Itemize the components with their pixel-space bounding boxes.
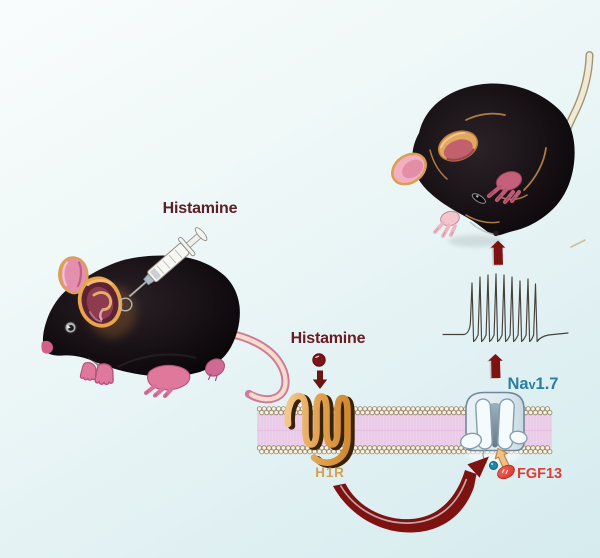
phosphate-dot (489, 461, 498, 470)
arrow-channel-to-trace (486, 354, 503, 379)
label-nav17-sub: v (528, 377, 536, 392)
arrow (488, 354, 503, 378)
label-histamine-molecule: Histamine (290, 329, 366, 347)
near-ear (437, 130, 479, 162)
label-nav17-prefix: Na (507, 374, 529, 393)
nose (41, 340, 54, 354)
histamine-molecule (312, 353, 326, 367)
label-nav17: Nav1.7 (507, 374, 559, 393)
arrow (490, 240, 506, 265)
far-ear (57, 256, 89, 295)
foot-left (459, 432, 483, 450)
rear-foot (143, 364, 191, 399)
rear-foot-far (205, 358, 225, 382)
far-ear (391, 152, 427, 186)
scratching-paw (486, 171, 523, 205)
foot-right (509, 430, 528, 445)
scratching-mouse (391, 51, 594, 247)
mouse-shadow (448, 235, 502, 247)
mouse-body (412, 83, 575, 236)
label-fgf13: FGF13 (517, 465, 563, 482)
curved-arrow-shaft (333, 470, 477, 533)
injected-mouse (41, 227, 290, 404)
fgf13-protein (497, 464, 515, 480)
front-foot-near (94, 363, 114, 385)
arrow (312, 370, 328, 389)
front-foot-far (79, 362, 97, 381)
label-h1r: H1R (315, 464, 345, 480)
haunch-crease (117, 353, 197, 368)
injection-site-circle (118, 297, 133, 312)
fgf13-marks (501, 468, 509, 475)
action-potential-trace (442, 273, 569, 343)
curved-arrow (333, 456, 489, 533)
nav17-channel (459, 391, 528, 464)
eye (64, 321, 77, 334)
curved-arrow-head (467, 456, 489, 478)
molecule-highlight (315, 355, 320, 359)
syringe (128, 227, 208, 298)
front-paw (433, 210, 460, 238)
tail (223, 330, 288, 402)
curved-arrow-highlight (339, 478, 468, 524)
arrow-histamine-to-h1r (312, 370, 328, 389)
feet (79, 358, 225, 399)
label-histamine-injection: Histamine (162, 200, 238, 217)
near-ear (77, 276, 123, 328)
decorative-dash (570, 239, 586, 248)
arrow-trace-to-mouse (489, 240, 506, 266)
plunger-cap (194, 227, 208, 242)
eye (471, 193, 486, 204)
signal-arrows (312, 240, 511, 533)
nose (493, 230, 499, 237)
plunger-seal (149, 267, 162, 280)
label-nav17-suffix: 1.7 (535, 374, 559, 393)
graduations (156, 249, 183, 274)
